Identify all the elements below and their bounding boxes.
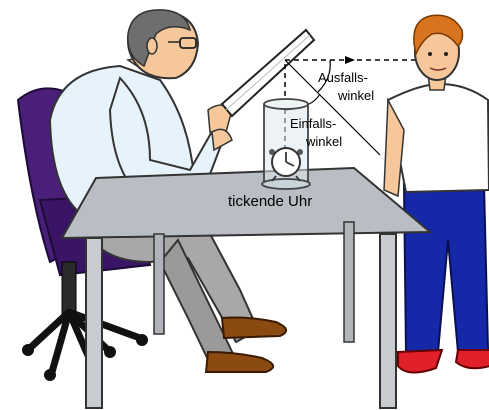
- boy-figure: [384, 15, 489, 372]
- clock-caption: tickende Uhr: [228, 193, 312, 210]
- incidence-angle-label-1: Einfalls-: [290, 116, 336, 131]
- incidence-angle-label-2: winkel: [305, 134, 342, 149]
- reflection-angle-label-1: Ausfalls-: [318, 70, 368, 85]
- reflection-angle-label-2: winkel: [337, 88, 374, 103]
